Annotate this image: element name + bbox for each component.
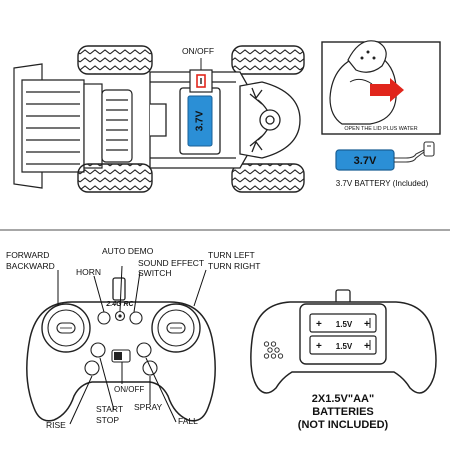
- car-chassis: [149, 71, 301, 169]
- callout-on-off: ON/OFF: [114, 385, 144, 394]
- left-joystick: [41, 303, 91, 353]
- callout-fall: FALL: [178, 416, 198, 426]
- callout-leaders: [57, 265, 207, 425]
- fall-button: [136, 342, 152, 358]
- car-battery-label: 3.7V: [195, 110, 206, 131]
- car-battery-compartment: 3.7V: [179, 87, 221, 155]
- callout-spray: SPRAY: [134, 402, 163, 412]
- controller-front: 2.4G RC: [26, 277, 216, 422]
- rear-track-module: [13, 63, 133, 189]
- callout-turn-right: TURN RIGHT: [208, 261, 260, 271]
- callout-turn-left: TURN LEFT: [208, 250, 255, 260]
- batteries-note-line1: 2X1.5V"AA": [312, 393, 374, 405]
- lid-inset: OPEN THE LID PLUS WATER: [321, 40, 441, 135]
- batteries-note-line3: (NOT INCLUDED): [298, 419, 389, 431]
- svg-text:+: +: [316, 319, 322, 330]
- car-top-view: 3.7V ON/OFF: [13, 45, 305, 193]
- lid-arrow-icon: [370, 78, 404, 102]
- controller-back: + + 1.5V + + 1.5V 2X1.5V"AA" BATTERIES (…: [250, 289, 437, 431]
- battery-pack-label: 3.7V: [354, 155, 377, 167]
- lid-inset-caption: OPEN THE LID PLUS WATER: [344, 126, 417, 132]
- aa-cell-top: + + 1.5V: [309, 313, 377, 333]
- speaker-grille-icon: [263, 341, 284, 359]
- wheel-rear-bottom: [77, 163, 153, 193]
- car-switch-label: ON/OFF: [182, 46, 214, 56]
- horn-button: [97, 311, 111, 325]
- wheel-rear-top: [77, 45, 153, 75]
- battery-pack: 3.7V 3.7V BATTERY (Included): [335, 141, 435, 188]
- right-joystick: [151, 303, 201, 353]
- svg-text:+: +: [316, 341, 322, 352]
- sound-effect-button: [129, 311, 143, 325]
- battery-pack-caption: 3.7V BATTERY (Included): [336, 179, 429, 188]
- aa-cell-bottom-label: 1.5V: [336, 342, 353, 351]
- svg-text:+: +: [364, 319, 370, 330]
- callout-sound-effect: SOUND EFFECT: [138, 258, 204, 268]
- wheel-front-bottom: [231, 163, 305, 193]
- svg-text:+: +: [364, 341, 370, 352]
- callout-rise: RISE: [46, 420, 66, 430]
- start-stop-button: [90, 342, 106, 358]
- callout-sound-switch: SWITCH: [138, 268, 172, 278]
- aa-cell-top-label: 1.5V: [336, 320, 353, 329]
- callout-auto-demo: AUTO DEMO: [102, 246, 154, 256]
- callout-backward: BACKWARD: [6, 261, 55, 271]
- battery-wire-icon: [394, 149, 425, 163]
- callout-forward: FORWARD: [6, 250, 49, 260]
- batteries-note-line2: BATTERIES: [312, 406, 374, 418]
- callout-horn: HORN: [76, 267, 101, 277]
- controller-callouts: FORWARD BACKWARD HORN AUTO DEMO SOUND EF…: [6, 246, 260, 430]
- callout-start: START: [96, 404, 123, 414]
- rise-button: [84, 360, 100, 376]
- aa-cell-bottom: + + 1.5V: [309, 335, 377, 355]
- car-power-switch: [189, 58, 213, 93]
- spray-button: [142, 360, 158, 376]
- controller-power-switch: [111, 349, 131, 363]
- callout-stop: STOP: [96, 415, 119, 425]
- wheel-front-top: [231, 45, 305, 75]
